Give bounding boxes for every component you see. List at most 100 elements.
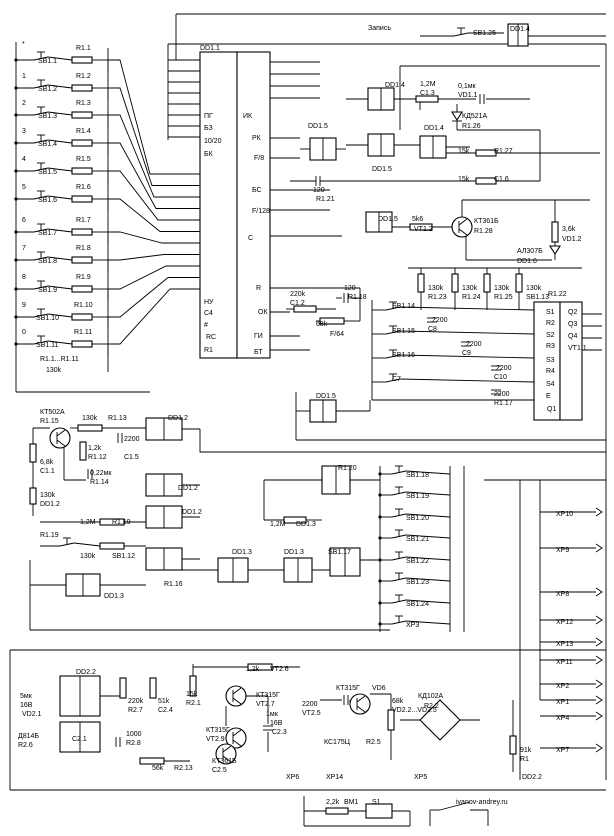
- label: C2.3: [272, 729, 287, 736]
- label: 130k: [82, 415, 98, 422]
- label: 2,2k: [326, 799, 340, 806]
- connector-arrow: [595, 543, 603, 553]
- label: 68k: [392, 698, 404, 705]
- junction-dot: [378, 515, 382, 519]
- label: S1: [372, 799, 381, 806]
- label: R1.26: [462, 123, 481, 130]
- label: Q4: [568, 333, 577, 340]
- resistor: [149, 677, 157, 699]
- label: АЛ307Б: [517, 248, 543, 255]
- label: R1.7: [76, 217, 91, 224]
- connector-arrow: [595, 587, 603, 597]
- transistor-lead: [222, 755, 232, 763]
- wire: [199, 429, 606, 453]
- wire: [47, 56, 73, 61]
- wire: [47, 340, 73, 345]
- label: 1: [22, 73, 26, 80]
- label: VD1.2: [562, 236, 582, 243]
- label: S1: [546, 309, 555, 316]
- connector-arrow: [595, 711, 603, 721]
- resistor: [189, 675, 197, 697]
- label: SB1.20: [406, 515, 429, 522]
- label: R2.13: [174, 765, 193, 772]
- push-button: [385, 354, 401, 359]
- label: 10/20: [204, 138, 222, 145]
- label: C2.4: [158, 707, 173, 714]
- microphone-bm1: [365, 803, 393, 819]
- label: 130k: [46, 367, 62, 374]
- resistor: [415, 95, 439, 103]
- wire: [108, 198, 202, 232]
- label: R1.8: [76, 245, 91, 252]
- junction-dot: [14, 287, 18, 291]
- label: 9: [22, 302, 26, 309]
- label: SB1.13: [526, 294, 549, 301]
- label: 15k: [458, 176, 470, 183]
- label: КТ361Б: [474, 218, 499, 225]
- label: DD1.1: [200, 45, 220, 52]
- label: S2: [546, 332, 555, 339]
- wire: [405, 577, 451, 582]
- label: НУ: [204, 299, 214, 306]
- label: SB1.2: [38, 86, 57, 93]
- label: C7: [392, 376, 401, 383]
- label: XP11: [556, 659, 573, 666]
- label: R1.16: [164, 581, 183, 588]
- label: VD6: [372, 685, 386, 692]
- switch: [439, 801, 471, 811]
- resistor: [29, 443, 37, 463]
- label: SB1.3: [38, 113, 57, 120]
- label: SB1.17: [328, 549, 351, 556]
- label: R2.5: [366, 739, 381, 746]
- label: Q1: [547, 406, 556, 413]
- transistor-lead: [232, 697, 242, 705]
- label: 130k: [428, 285, 444, 292]
- label: R1.23: [428, 294, 447, 301]
- label: R1.11: [74, 329, 92, 336]
- label: DD1.4: [510, 26, 530, 33]
- label: 2200: [466, 341, 482, 348]
- wire: [108, 254, 202, 261]
- label: C1.2: [290, 300, 305, 307]
- junction-dot: [378, 601, 382, 605]
- resistor: [71, 340, 93, 348]
- encoder-dd1-6-out: [559, 301, 583, 421]
- label: R1.21: [316, 196, 335, 203]
- wire: [108, 59, 202, 175]
- label: R3: [546, 343, 555, 350]
- wire: [47, 139, 73, 144]
- label: RC: [206, 334, 216, 341]
- push-button: [391, 556, 407, 561]
- label: C8: [428, 326, 437, 333]
- resistor: [71, 167, 93, 175]
- label: SB1.11: [36, 342, 59, 349]
- label: SB1.21: [406, 536, 429, 543]
- label: VT1.2: [414, 226, 433, 233]
- label: XP12: [556, 619, 573, 626]
- label: DD2.2: [522, 774, 542, 781]
- resistor: [417, 273, 425, 293]
- label: *: [22, 41, 25, 48]
- label: R1.19: [112, 519, 131, 526]
- encoder-dd1-6: [533, 301, 561, 421]
- label: SB1.7: [38, 230, 57, 237]
- label: VT1.1: [568, 345, 587, 352]
- label: Запись: [368, 25, 391, 32]
- resistor: [79, 441, 87, 461]
- label: XP14: [326, 774, 343, 781]
- label: ИК: [243, 113, 253, 120]
- label: SB1.6: [38, 197, 57, 204]
- wire: [405, 556, 451, 561]
- label: 7: [22, 245, 26, 252]
- resistor: [71, 285, 93, 293]
- label: R1.24: [462, 294, 481, 301]
- transistor-lead: [232, 739, 242, 747]
- label: 120: [313, 187, 325, 194]
- resistor: [475, 177, 497, 185]
- diode: [451, 111, 463, 122]
- push-button: [391, 470, 407, 475]
- label: R: [256, 285, 261, 292]
- junction-dot: [378, 558, 382, 562]
- label: R1.25: [494, 294, 513, 301]
